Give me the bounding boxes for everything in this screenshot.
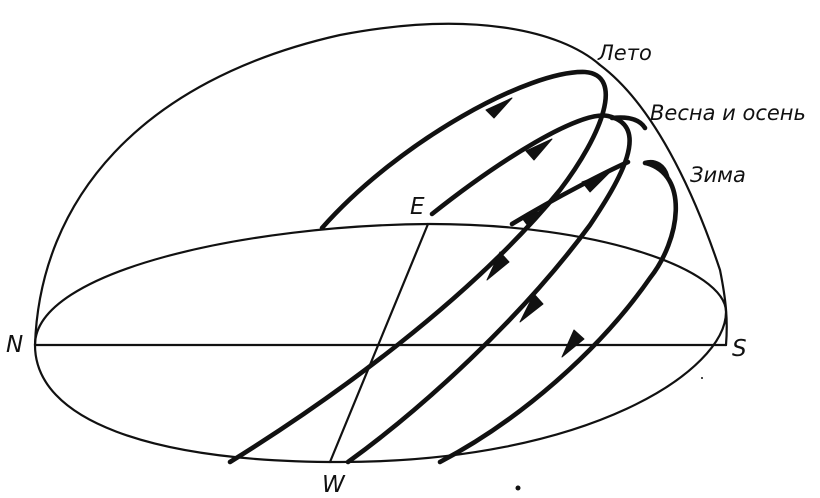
summer-rising-arrow	[485, 97, 513, 119]
summer-sun-path	[227, 69, 609, 465]
summer-label: Лето	[597, 41, 652, 65]
horizon-ellipse	[33, 222, 728, 464]
winter-rising-arrow	[581, 171, 611, 193]
winter-top-hook	[642, 159, 670, 179]
equinox-sun-path	[345, 113, 632, 465]
summer-setting-arrow	[486, 251, 510, 281]
east-label: E	[410, 194, 425, 220]
celestial-dome	[33, 22, 728, 347]
winter-setting-arrow	[561, 329, 585, 358]
spring-autumn-label: Весна и осень	[650, 101, 806, 125]
north-label: N	[6, 332, 23, 358]
equinox-rising-arrow	[525, 138, 553, 161]
south-label: S	[732, 336, 747, 362]
east-west-line	[328, 222, 430, 464]
winter-label: Зима	[690, 163, 746, 187]
winter-sun-path	[437, 159, 679, 465]
print-speck	[515, 485, 521, 491]
print-speck-small	[701, 377, 703, 379]
west-label: W	[322, 472, 346, 498]
equinox-setting-arrow	[519, 293, 544, 323]
winter-rising-arrow-2	[521, 208, 547, 227]
equinox-top-hook	[609, 115, 648, 131]
